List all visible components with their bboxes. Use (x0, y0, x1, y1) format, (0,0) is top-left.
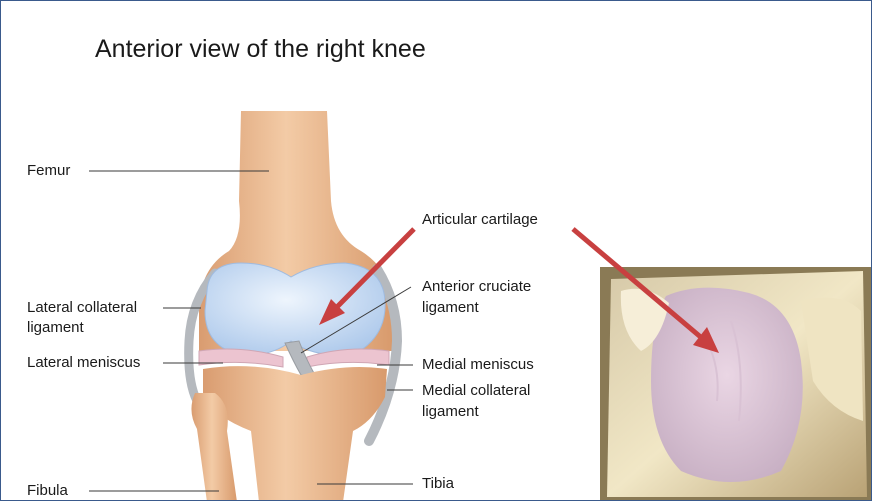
cartilage-specimen-photo (600, 267, 872, 501)
label-anterior-cruciate-ligament-line2: ligament (422, 298, 479, 318)
label-fibula: Fibula (27, 481, 68, 501)
label-lateral-meniscus: Lateral meniscus (27, 353, 140, 373)
label-anterior-cruciate-ligament-line1: Anterior cruciate (422, 277, 531, 297)
label-medial-collateral-ligament-line1: Medial collateral (422, 381, 530, 401)
label-femur: Femur (27, 161, 70, 181)
label-lateral-collateral-ligament-line2: ligament (27, 318, 84, 338)
label-tibia: Tibia (422, 474, 454, 494)
page-title: Anterior view of the right knee (95, 35, 426, 64)
label-articular-cartilage: Articular cartilage (422, 210, 538, 230)
label-medial-meniscus: Medial meniscus (422, 355, 534, 375)
label-medial-collateral-ligament-line2: ligament (422, 402, 479, 422)
label-lateral-collateral-ligament-line1: Lateral collateral (27, 298, 137, 318)
